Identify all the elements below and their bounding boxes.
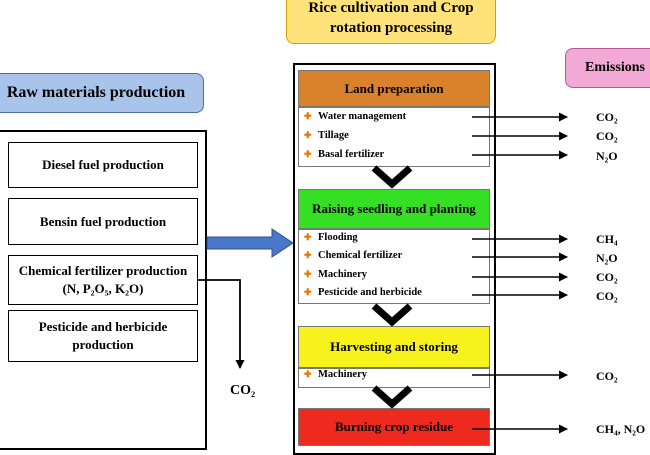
stage-harvest-items: ✚Machinery <box>298 368 490 388</box>
stage-land-preparation: Land preparation <box>298 70 490 107</box>
raw-item-diesel: Diesel fuel production <box>8 142 198 188</box>
emission-label: CO₂ <box>596 270 618 284</box>
emission-label: CH₄ <box>596 232 618 246</box>
stage-raising-items: ✚Flooding ✚Chemical fertilizer ✚Machiner… <box>298 229 490 304</box>
list-item: ✚Machinery <box>304 269 367 280</box>
raw-materials-panel <box>0 130 207 450</box>
emission-label: CO₂ <box>596 289 618 303</box>
stage-burning-residue: Burning crop residue <box>298 408 490 446</box>
list-item: ✚Water management <box>304 111 407 122</box>
bullet-icon: ✚ <box>304 130 312 140</box>
list-item: ✚Pesticide and herbicide <box>304 287 422 298</box>
emission-label: CO₂ <box>596 129 618 143</box>
emission-label: CO₂ <box>596 369 618 383</box>
stage-harvesting: Harvesting and storing <box>298 326 490 368</box>
list-item: ✚Basal fertilizer <box>304 149 385 160</box>
emission-label: CO₂ <box>596 110 618 124</box>
list-item: ✚Flooding <box>304 232 358 243</box>
emission-label: N₂O <box>596 149 618 163</box>
list-item: ✚Machinery <box>304 369 367 380</box>
bullet-icon: ✚ <box>304 369 312 379</box>
bullet-icon: ✚ <box>304 111 312 121</box>
flow-arrow-icon <box>206 228 294 258</box>
chevron-down-icon <box>371 165 413 189</box>
raw-emission-arrow <box>198 279 245 369</box>
raw-item-pesticide: Pesticide and herbicide production <box>8 310 198 362</box>
emission-label: CH₄, N₂O <box>596 422 646 436</box>
raw-item-bensin: Bensin fuel production <box>8 198 198 245</box>
bullet-icon: ✚ <box>304 269 312 279</box>
bullet-icon: ✚ <box>304 149 312 159</box>
chevron-down-icon <box>371 385 413 409</box>
bullet-icon: ✚ <box>304 287 312 297</box>
bullet-icon: ✚ <box>304 232 312 242</box>
bullet-icon: ✚ <box>304 250 312 260</box>
list-item: ✚Tillage <box>304 130 349 141</box>
stage-land-items: ✚Water management ✚Tillage ✚Basal fertil… <box>298 107 490 167</box>
raw-emission-label: CO₂ <box>230 383 256 398</box>
chevron-down-icon <box>371 303 413 327</box>
emissions-title: Emissions <box>565 48 650 88</box>
stage-raising-seedling: Raising seedling and planting <box>298 189 490 229</box>
raw-item-fertilizer: Chemical fertilizer production (N, P₂O₅,… <box>8 255 198 305</box>
list-item: ✚Chemical fertilizer <box>304 250 403 261</box>
raw-materials-title: Raw materials production <box>0 73 204 113</box>
emission-label: N₂O <box>596 251 618 265</box>
process-title: Rice cultivation and Crop rotation proce… <box>286 0 496 44</box>
